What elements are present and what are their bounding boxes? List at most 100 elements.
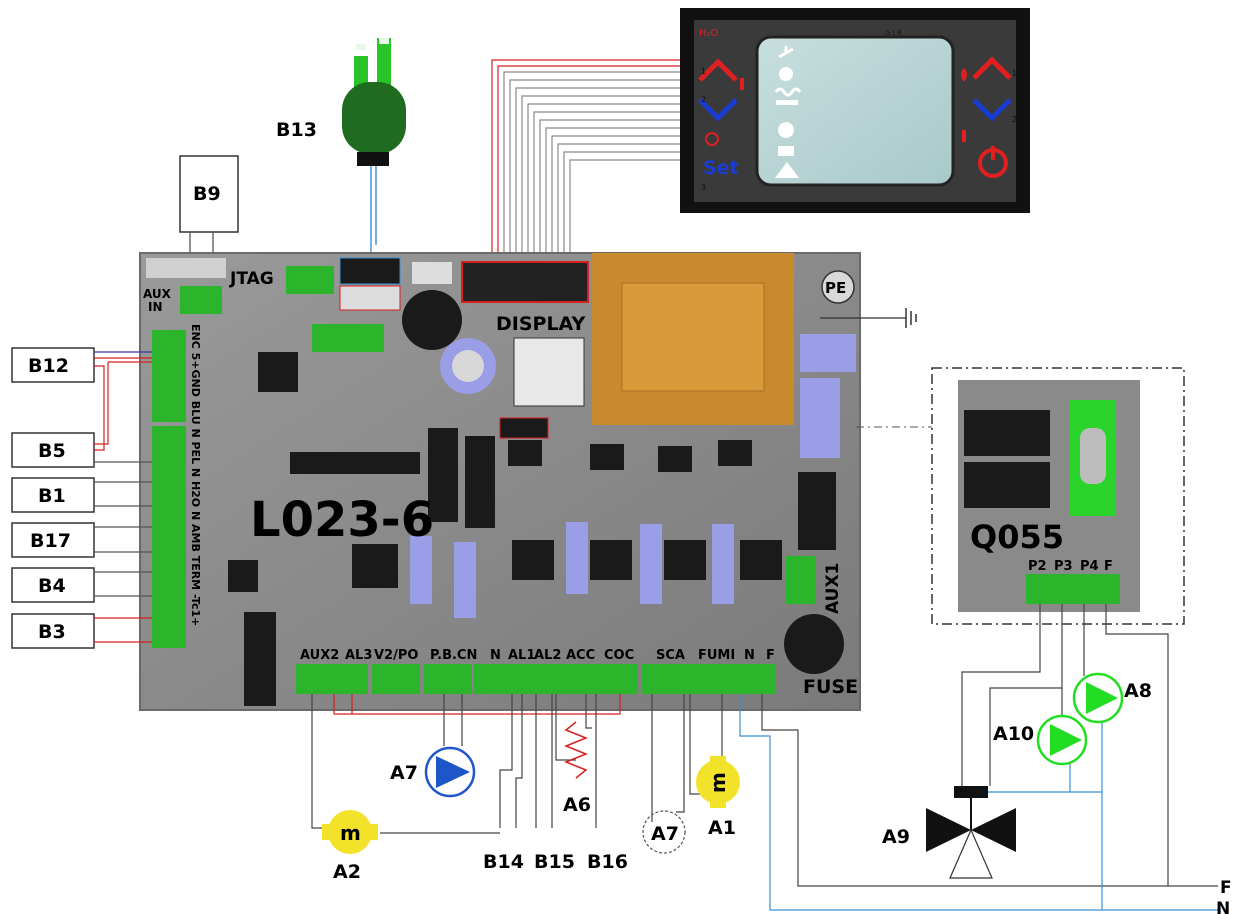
aux-in-terminal (180, 286, 222, 314)
buzzer (402, 290, 462, 350)
room-down-arrow[interactable] (972, 98, 1012, 122)
h2o-up-arrow[interactable] (698, 58, 738, 82)
h2o-down-arrow[interactable] (698, 98, 738, 122)
q055-pin-f: F (1104, 559, 1113, 574)
display-connector (461, 261, 589, 303)
q055-relay-1 (964, 410, 1050, 456)
mid-terminal (312, 324, 384, 352)
transistor-3 (658, 446, 692, 472)
side-number-1: 1 (701, 67, 706, 76)
a9-label: A9 (882, 826, 910, 848)
display-label: DISPLAY (496, 313, 585, 335)
transformer-core (621, 282, 765, 392)
lcd-screen (755, 35, 955, 187)
b3-box (11, 613, 95, 649)
left-terminal-top (152, 330, 186, 422)
aux-header (146, 258, 226, 278)
q055-dashed-boundary (931, 367, 1185, 625)
aux2-al3-terminal (296, 664, 368, 694)
left-terminal-labels: ENC 5+GND BLU N PEL N H2O N AMB TERM -Tc… (189, 324, 202, 626)
aux-in-label-2: IN (148, 300, 163, 314)
q055-name: Q055 (970, 518, 1064, 556)
ground-icon (905, 308, 917, 328)
pin-f: F (766, 648, 775, 663)
thermometer-icon (740, 78, 744, 90)
cap-5 (712, 524, 734, 604)
cap-3 (566, 522, 588, 594)
b12-box (11, 347, 95, 383)
b5-box (11, 432, 95, 468)
aux1-label: AUX1 (823, 563, 843, 614)
a8-label: A8 (1124, 680, 1152, 702)
aux-connector (339, 285, 401, 311)
regulator-5 (740, 540, 782, 580)
top-marks: G I R (885, 29, 902, 37)
a2-label: A2 (333, 861, 361, 883)
cap-2 (454, 542, 476, 618)
a1-motor-glyph: m (706, 772, 730, 793)
q055-terminal (1026, 574, 1120, 604)
left-sensor-boxes: B12 B5 B1 B17 B4 B3 (11, 347, 95, 649)
b5-label: B5 (38, 440, 66, 462)
left-terminal-bottom (152, 426, 186, 648)
transistor-1 (508, 440, 542, 466)
room-up-arrow[interactable] (972, 56, 1012, 80)
pin-acc: ACC (566, 648, 595, 663)
b17-box (11, 522, 95, 558)
a7-pump (424, 746, 476, 798)
q055-fuse (1080, 428, 1106, 484)
pin-v2po: V2/PO (374, 648, 418, 663)
relay-1 (428, 428, 458, 522)
display-panel: Set H₂O G I R 1 2 3 1 2 (680, 8, 1030, 213)
b15-label: B15 (534, 851, 575, 873)
a7-label: A7 (390, 762, 418, 784)
dip-ic (290, 452, 420, 474)
thermometer-icon-right (962, 130, 966, 142)
b16-label: B16 (587, 851, 628, 873)
pin-al2: AL2 (534, 648, 561, 663)
q055-relay-2 (964, 462, 1050, 508)
n-coc-terminal (474, 664, 638, 694)
pin-aux2: AUX2 (300, 648, 339, 663)
a8-pump (1072, 672, 1124, 724)
capacitor-top (452, 350, 484, 382)
cap-7 (800, 378, 840, 458)
a7-dashed-component (642, 810, 686, 854)
side-number-5: 2 (1012, 115, 1017, 124)
side-number-3: 3 (701, 183, 706, 192)
b17-label: B17 (30, 530, 71, 552)
pe-label: PE (825, 279, 846, 297)
fuse (784, 614, 844, 674)
pin-n: N (490, 648, 501, 663)
a7-circle-label: A7 (651, 823, 679, 845)
a2-motor-glyph: m (340, 821, 361, 845)
b9-label: B9 (193, 183, 221, 205)
b9-box (179, 155, 239, 233)
b13-label: B13 (276, 119, 317, 141)
q055-wiring (961, 604, 1169, 910)
pbcn-terminal (424, 664, 472, 694)
aux-in-label-1: AUX (143, 287, 172, 301)
b4-box (11, 567, 95, 603)
a10-label: A10 (993, 723, 1034, 745)
fan-icon (705, 132, 719, 146)
control-board (139, 252, 917, 711)
q055-pin-p4: P4 (1080, 559, 1099, 574)
a6-resistor (563, 721, 589, 779)
b4-label: B4 (38, 575, 66, 597)
v2po-terminal (372, 664, 420, 694)
side-number-2: 2 (701, 95, 706, 104)
q055-module (856, 367, 1185, 625)
heatsink (513, 337, 585, 407)
b14-label: B14 (483, 851, 524, 873)
relay-4 (244, 612, 276, 706)
mains-n-label: N (1216, 899, 1230, 915)
b3-label: B3 (38, 621, 66, 643)
a6-label: A6 (563, 794, 591, 816)
sca-f-terminal (642, 664, 776, 694)
regulator-3 (590, 540, 632, 580)
set-button[interactable]: Set (703, 157, 739, 179)
a2-motor (322, 810, 378, 854)
a9-three-way-valve (926, 786, 1016, 879)
